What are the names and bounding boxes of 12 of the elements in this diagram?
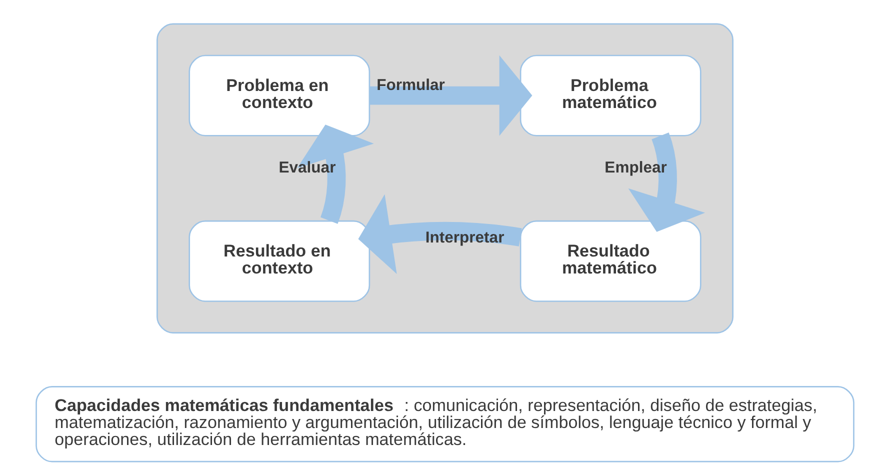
cluster <box>156 23 733 334</box>
node-box: Capacidades matemáticas fundamentales: comunicación, representación, diseño de estrategias, matematización, razonamiento y argumentación, utilización de símbolos, lenguaje técnico y formal y operaciones, utilización de herramientas matemáticas. <box>35 386 854 462</box>
arrow <box>358 194 522 274</box>
edge-label: Formular <box>376 76 444 94</box>
edge-label: Emplear <box>604 159 666 176</box>
node-box: Resultado matemático <box>519 220 701 302</box>
edge-label: Evaluar <box>278 160 336 177</box>
node-box: Problema matemático <box>519 54 701 136</box>
node-box: Resultado en contexto <box>188 220 370 302</box>
edge-label: Interpretar <box>424 229 504 246</box>
node-box: Problema en contexto <box>188 54 370 136</box>
arrow <box>369 55 532 136</box>
